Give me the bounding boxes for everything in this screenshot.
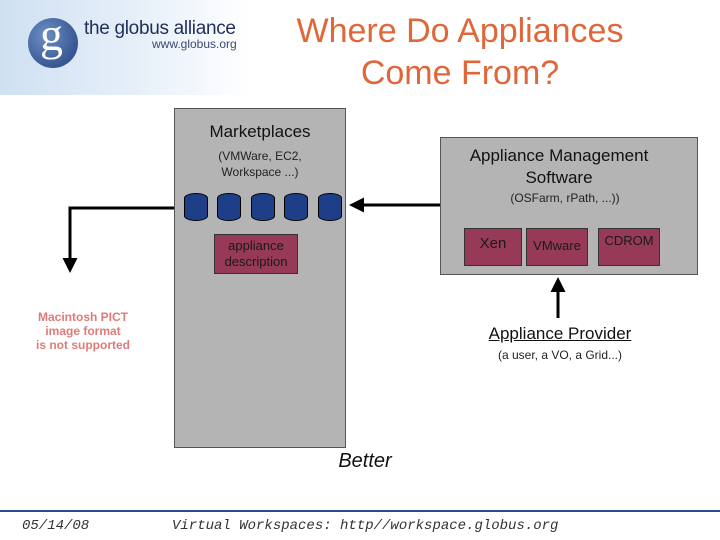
footer-center: Virtual Workspaces: http//workspace.glob… [172,518,559,534]
appliance-description-line-1: appliance [228,238,284,253]
storage-cylinder [284,193,308,221]
footer-rule [0,510,720,512]
placeholder-line-1: Macintosh PICT [37,310,128,324]
logo-url: www.globus.org [152,37,237,51]
appliance-description-line-2: description [224,254,288,269]
logo-name: the globus alliance [84,18,236,39]
storage-cylinder [217,193,241,221]
appliance-provider-subtitle: (a user, a VO, a Grid...) [497,348,623,362]
placeholder-line-3: is not supported [36,338,130,352]
title-line-1: Where Do Appliances [296,12,624,50]
marketplaces-title: Marketplaces [209,122,311,141]
vmware-box: VMware [526,228,588,266]
slide-title: Where Do Appliances Come From? [250,10,670,94]
marketplaces-sub-line-2: Workspace ...) [221,165,299,179]
globus-logo-icon [28,18,78,68]
appliance-management-title-line-1: Appliance Management [469,146,649,165]
appliance-management-title-line-2: Software [525,168,593,187]
caption-text: Better [338,450,392,472]
footer-date: 05/14/08 [22,518,90,534]
storage-cylinder [251,193,275,221]
xen-label: Xen [479,235,507,252]
image-placeholder: Macintosh PICT image format is not suppo… [28,310,138,352]
appliance-management-subtitle: (OSFarm, rPath, ...)) [510,191,620,205]
appliance-management-title: Appliance Management Software [440,145,678,189]
marketplaces-box [174,108,346,448]
marketplaces-sub-line-1: (VMWare, EC2, [218,149,302,163]
vmware-label: VMware [533,238,581,253]
storage-cylinder [318,193,342,221]
appliance-description-box: appliance description [214,234,298,274]
arrow-to-user [62,206,174,273]
xen-box: Xen [464,228,522,266]
cdrom-label: CDROM [604,233,654,248]
globus-g-icon: g [40,9,63,60]
marketplaces-subtitle: (VMWare, EC2, Workspace ...) [180,148,340,180]
placeholder-line-2: image format [45,324,121,338]
title-line-2: Come From? [360,54,560,92]
appliance-provider-title: Appliance Provider [488,324,632,343]
storage-cylinder [184,193,208,221]
cdrom-box: CDROM [598,228,660,266]
